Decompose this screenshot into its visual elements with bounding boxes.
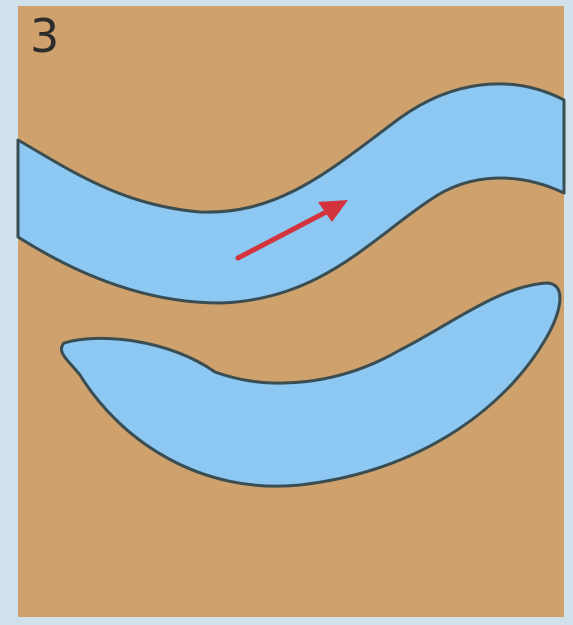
oxbow-lake [61,283,560,486]
stage-number-label: 3 [30,6,59,66]
river-channel [18,84,564,303]
